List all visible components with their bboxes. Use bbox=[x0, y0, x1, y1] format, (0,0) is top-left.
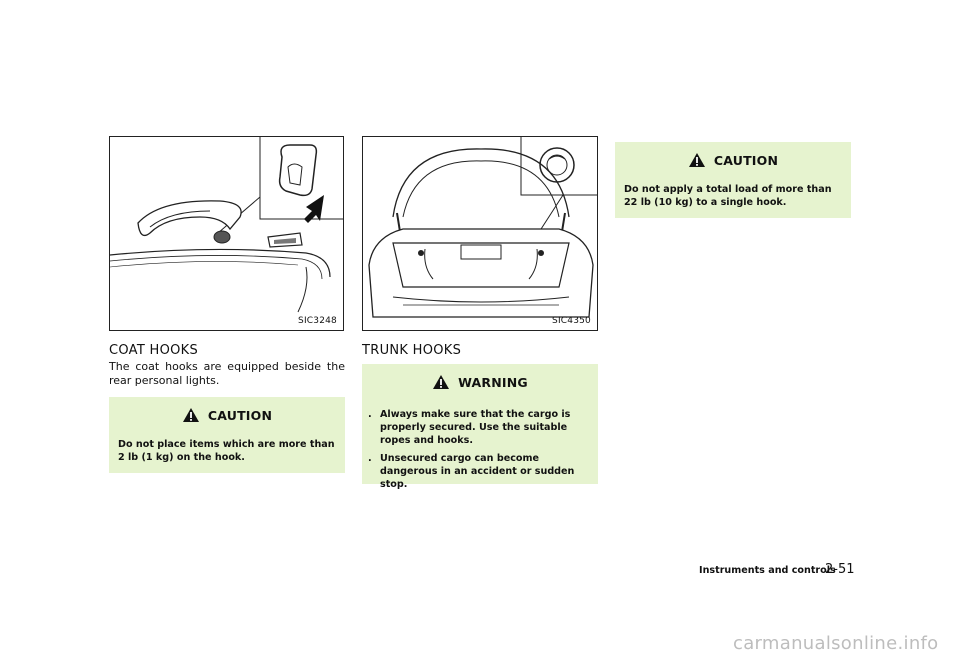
list-item: . Always make sure that the cargo is pro… bbox=[368, 408, 590, 448]
warning-title: WARNING bbox=[458, 375, 528, 390]
trunk-hooks-caution: CAUTION Do not apply a total load of mor… bbox=[615, 142, 851, 218]
bullet-marker: . bbox=[368, 453, 372, 464]
list-item: . Unsecured cargo can become dangerous i… bbox=[368, 452, 590, 490]
coat-hooks-caution: CAUTION Do not place items which are mor… bbox=[109, 397, 345, 473]
watermark: carmanualsonline.info bbox=[733, 633, 939, 654]
list-item-text: Always make sure that the cargo is prope… bbox=[380, 409, 571, 446]
warning-triangle-icon bbox=[182, 407, 200, 426]
warning-header: WARNING bbox=[362, 374, 598, 393]
trunk-hook-illustration: SIC4350 bbox=[362, 136, 598, 331]
figure-code: SIC3248 bbox=[298, 316, 337, 326]
caution-header: CAUTION bbox=[109, 407, 345, 426]
coat-hooks-heading: COAT HOOKS bbox=[109, 343, 199, 358]
warning-triangle-icon bbox=[432, 374, 450, 393]
list-item-text: Unsecured cargo can become dangerous in … bbox=[380, 453, 575, 490]
caution-text: Do not apply a total load of more than 2… bbox=[624, 184, 832, 208]
caution-text: Do not place items which are more than 2… bbox=[118, 439, 335, 463]
caution-title: CAUTION bbox=[713, 153, 779, 168]
caution-title: CAUTION bbox=[207, 408, 273, 423]
coat-hook-drawing bbox=[110, 137, 343, 313]
coat-hooks-body: The coat hooks are equipped beside the r… bbox=[109, 360, 345, 387]
figure-code: SIC4350 bbox=[552, 316, 591, 326]
trunk-hooks-heading: TRUNK HOOKS bbox=[362, 343, 462, 358]
bullet-marker: . bbox=[368, 409, 372, 420]
trunk-hooks-warning: WARNING . Always make sure that the carg… bbox=[362, 364, 598, 490]
coat-hook-illustration: SIC3248 bbox=[109, 136, 344, 331]
caution-header: CAUTION bbox=[615, 152, 851, 171]
footer-section-title: Instruments and controls bbox=[699, 565, 836, 576]
warning-triangle-icon bbox=[688, 152, 706, 171]
trunk-drawing bbox=[368, 137, 597, 318]
page-number: 2-51 bbox=[825, 562, 855, 577]
